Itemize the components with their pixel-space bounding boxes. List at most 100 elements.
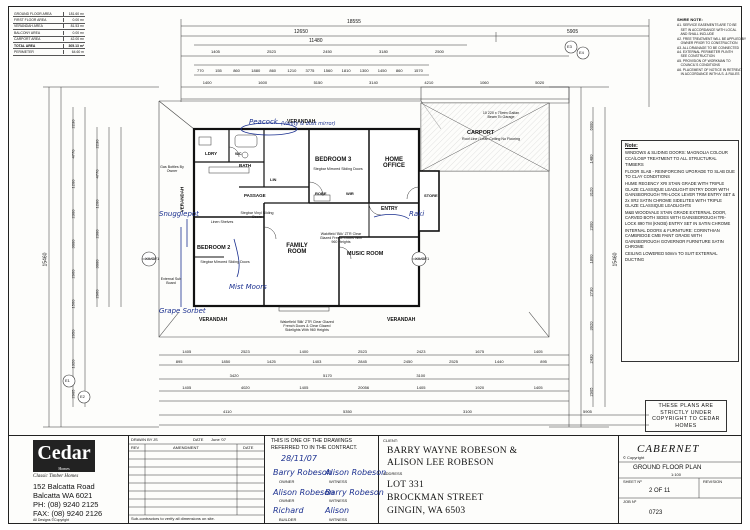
dimension-label: 2500 — [435, 49, 444, 54]
dimension-label: 2230 — [70, 119, 76, 129]
room-verandah-southeast: VERANDAH — [387, 317, 416, 323]
amendment-label: AMENDMENT — [173, 445, 199, 450]
drawn-by-label: DRAWN BY — [131, 437, 153, 442]
dimension-label: 2950 — [70, 329, 76, 339]
spec-item: M&B WOODVALE STAIN GRADE EXTERNAL DOOR, … — [625, 210, 731, 226]
sheet-label: SHEET Nº — [623, 479, 642, 484]
dimension-label: 2905 — [70, 389, 76, 399]
handwritten-raki: Raki — [409, 210, 425, 218]
dimension-label: 1850 — [221, 359, 231, 364]
dimension-label: 5150 — [313, 80, 323, 85]
cedar-homes-logo: Cedar — [33, 440, 95, 472]
shire-note-line: SET IN ACCORDANCE WITH LOCAL — [677, 27, 737, 32]
builder-signature: Richard — [273, 506, 304, 515]
rev-label: REV — [131, 445, 140, 450]
room-music-room: MUSIC ROOM — [347, 251, 384, 257]
handwritten-mist-moors: Mist Moors — [229, 283, 267, 291]
room-home-office: HOME OFFICE — [383, 157, 405, 169]
section-markers — [62, 40, 590, 404]
drawing-info-cell: CABERNET © Copyright GROUND FLOOR PLAN 1… — [619, 436, 741, 524]
witness-signature-3: Alison — [325, 506, 350, 515]
schedule-label: GROUND FLOOR AREA — [14, 11, 52, 16]
shire-note-line: A4. EXTERNAL PERIMETER PLINTH — [677, 50, 733, 55]
room-bedroom-2: BEDROOM 2 — [197, 245, 231, 251]
dimension-label: 3180 — [379, 49, 388, 54]
dimension-label: 2300 — [588, 221, 594, 231]
company-phone: PH: (08) 9240 2125 — [33, 500, 99, 509]
site-lot: LOT 331 — [387, 480, 425, 490]
top-dimension-lines — [180, 19, 650, 107]
date-label: DATE — [193, 437, 204, 442]
witness-label-1: WITNESS — [329, 479, 348, 484]
company-copyright: All Designs ©Copyright — [33, 518, 70, 522]
dimension-label: 2450 — [403, 359, 413, 364]
schedule-row: TOTAL AREA 305.13 m² — [13, 43, 85, 50]
drawing-title: GROUND FLOOR PLAN — [633, 464, 702, 471]
room-laundry: LDRY — [205, 151, 218, 156]
company-cell: Cedar Homes Classic Timber Homes 152 Bal… — [9, 436, 129, 524]
rev-date-label: DATE — [243, 445, 254, 450]
dimension-label: 3000 — [70, 239, 76, 249]
marker-e2: E2 — [80, 394, 85, 399]
shire-note-line: COUNCIL'S CONDITIONS — [677, 63, 720, 68]
schedule-value: 181.60 m² — [63, 11, 85, 16]
dimension-label: 1480 — [588, 154, 594, 164]
handwritten-peacock: Peacock — [249, 118, 278, 126]
schedule-value: 305.13 m² — [63, 43, 85, 48]
room-bath: BATH — [239, 163, 252, 168]
client-cell: CLIENT: BARRY WAYNE ROBESON & ALISON LEE… — [379, 436, 619, 524]
schedule-value: 0.00 m² — [63, 30, 85, 35]
dimension-label: 3920 — [588, 321, 594, 331]
schedule-label: TOTAL AREA — [14, 43, 36, 48]
spec-item: HUME REGENCY XRI STAIN GRADE WITH TRIPLE… — [625, 181, 735, 209]
note-carport: Roof Line / Lean Ceiling No Flooring — [462, 137, 520, 141]
dimension-label: 2523 — [267, 49, 276, 54]
dimension-label: 895 — [175, 359, 183, 364]
spec-heading: Note: — [625, 143, 638, 149]
shire-note-line: OWNER PRIOR TO CONSTRUCTION — [677, 41, 738, 46]
dimension-label: 1800 — [588, 254, 594, 264]
address-label: ADDRESS — [383, 471, 403, 476]
client-label: CLIENT: — [383, 438, 398, 443]
note-vinyl-sliding-doors: Stegbar Vinyl Sliding Doors — [240, 211, 274, 220]
dimension-label: 860 — [233, 68, 240, 73]
schedule-label: VERANDAH AREA — [14, 24, 43, 29]
witness-label-3: WITNESS — [329, 517, 348, 522]
note-gas-bottles: Gas Bottles By Owner — [160, 165, 184, 174]
spec-item: CCA/LOSP TREATMENT TO ALL STRUCTURAL TIM… — [625, 156, 717, 167]
witness-signature-1: Alison Robeson — [325, 468, 387, 477]
drawing-scale: 1:100 — [671, 472, 682, 477]
dimension-label: 2423 — [416, 349, 426, 354]
room-robe: ROBE — [315, 191, 327, 196]
dimension-label: 2960 — [70, 269, 76, 279]
handwritten-snugglepot: Snugglepot — [159, 210, 199, 218]
dimension-label: 2960 — [94, 289, 100, 299]
dimension-label: 3140 — [369, 80, 378, 85]
design-copyright: © Copyright — [623, 455, 645, 460]
spec-items: WINDOWS & SLIDING DOORS: MAGNOLIA COLOUR… — [625, 150, 735, 263]
dimension-label: 6000 — [588, 121, 594, 131]
witness-signature-2: Barry Robeson — [325, 488, 384, 497]
right-dimension-lines — [549, 86, 609, 428]
note-french-doors: Wakefield 'Bilk' ZTR Clear Glazed French… — [280, 320, 334, 333]
dimension-label: 1200 — [70, 179, 76, 189]
house-walls — [192, 127, 440, 308]
company-address-2: Balcatta WA 6021 — [33, 491, 93, 500]
shire-notes-heading: SHIRE NOTE: — [677, 17, 703, 22]
subcontractors-note: Sub-contractors to verify all dimensions… — [131, 516, 215, 521]
shire-note-line: A6. PLACEMENT OF NOTICE IN RETREAT — [677, 67, 743, 72]
revision-cell: DRAWN BY JS DATE June '07 REV AMENDMENT … — [129, 436, 265, 524]
dimension-label: 2300 — [94, 229, 100, 239]
dimension-label: 1810 — [341, 68, 351, 73]
company-tagline: Classic Timber Homes — [33, 474, 79, 479]
door-swings — [228, 146, 420, 260]
schedule-value: 81.53 m² — [63, 24, 85, 29]
dimension-label: 860 — [269, 68, 277, 73]
room-store: STORE — [424, 193, 438, 198]
shire-note-line: IN ACCORDANCE WITH A.S. & RULES — [677, 72, 740, 77]
info-grid — [619, 461, 741, 499]
dimension-label: 1405 — [182, 349, 192, 354]
sheet-number: 2 OF 11 — [649, 488, 671, 494]
floor-plan — [43, 19, 650, 428]
